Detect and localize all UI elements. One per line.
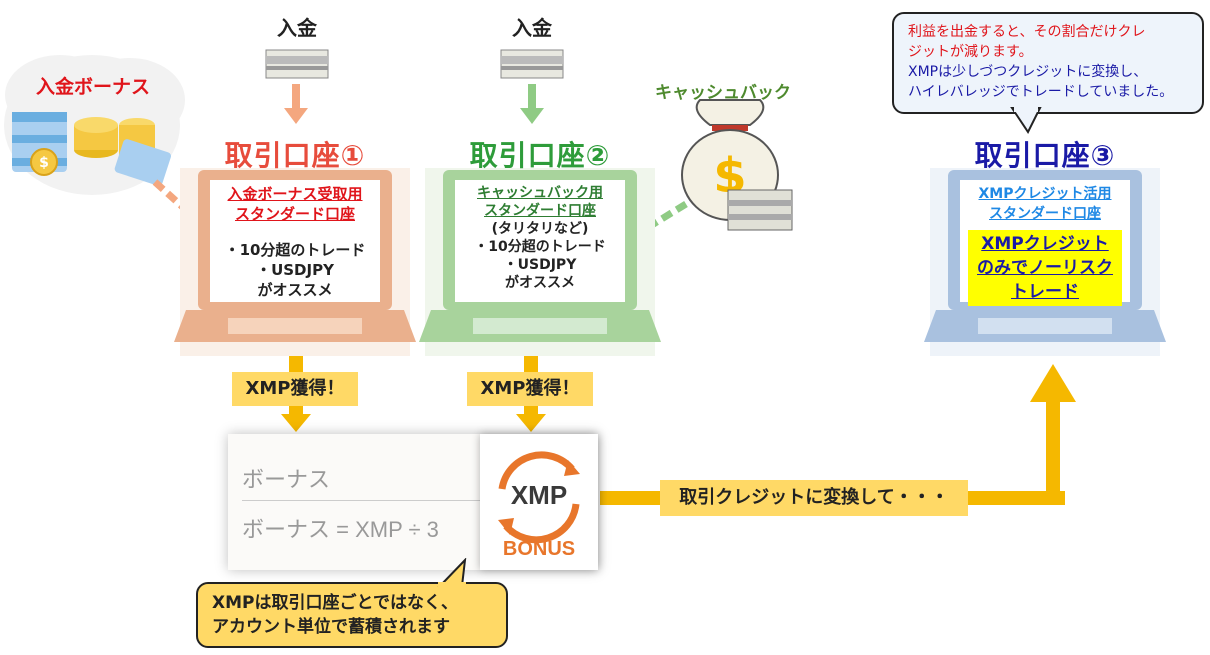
account-2-tip: ・USDJPY xyxy=(503,257,577,273)
xmp-cycle-icon xyxy=(498,451,580,544)
money-bag-icon: $ xyxy=(681,99,793,231)
svg-text:$: $ xyxy=(39,155,49,171)
account-3-type: XMPクレジット活用 スタンダード口座 xyxy=(960,184,1130,224)
bonus-cloud-label: 入金ボーナス xyxy=(36,76,151,98)
account-3-highlight-line: XMPクレジット xyxy=(981,234,1109,254)
deposit-label-2: 入金 xyxy=(512,16,552,40)
cash-icon xyxy=(500,49,564,79)
gain-arrow-2 xyxy=(516,356,546,432)
account-2-screen: キャッシュバック用 スタンダード口座 (タリタリなど) ・10分超のトレード ・… xyxy=(455,180,625,302)
top-callout-red-line: 利益を出金すると、その割合だけクレ xyxy=(908,24,1146,40)
account-1-type-line: 入金ボーナス受取用 xyxy=(227,185,363,203)
account-2-type-line: スタンダード口座 xyxy=(484,203,596,219)
account-1-title: 取引口座① xyxy=(224,139,366,172)
bottom-callout-line: アカウント単位で蓄積されます xyxy=(212,617,450,637)
formula-divider xyxy=(242,500,482,501)
bottom-callout-tail xyxy=(437,558,467,588)
top-callout-tail xyxy=(1010,106,1042,134)
account-1-tip: ・USDJPY xyxy=(256,261,334,279)
deposit-label-1: 入金 xyxy=(277,16,317,40)
account-1-type: 入金ボーナス受取用 スタンダード口座 xyxy=(210,184,380,224)
account-3-highlight: XMPクレジット のみでノーリスク トレード xyxy=(968,230,1122,306)
account-1-screen: 入金ボーナス受取用 スタンダード口座 ・10分超のトレード ・USDJPY がオ… xyxy=(210,180,380,302)
xmp-gained-label-1: XMP獲得！ xyxy=(232,372,358,406)
cashback-label: キャッシュバック xyxy=(655,83,791,103)
deposit-arrow-2 xyxy=(520,84,544,124)
xmp-gained-label-2: XMP獲得！ xyxy=(467,372,593,406)
account-1-tip: ・10分超のトレード xyxy=(224,241,366,259)
bonus-badge-text: BONUS xyxy=(502,538,576,560)
account-1-tip: がオススメ xyxy=(257,281,333,299)
formula-line-1: ボーナス xyxy=(242,467,331,492)
convert-label: 取引クレジットに変換して・・・ xyxy=(660,480,968,516)
top-callout-blue-line: XMPは少しづつクレジットに変換し、 xyxy=(908,64,1148,80)
account-2-type-line: キャッシュバック用 xyxy=(477,185,603,201)
account-2-tip: ・10分超のトレード xyxy=(474,239,606,255)
top-callout: 利益を出金すると、その割合だけクレ ジットが減ります。 XMPは少しづつクレジッ… xyxy=(892,12,1204,114)
account-3-highlight-line: トレード xyxy=(1011,282,1079,302)
account-2-tip: がオススメ xyxy=(505,275,575,291)
bottom-callout: XMPは取引口座ごとではなく、 アカウント単位で蓄積されます xyxy=(196,582,508,648)
bottom-callout-line: XMPは取引口座ごとではなく、 xyxy=(212,593,458,613)
deposit-arrow-1 xyxy=(284,84,308,124)
xmp-badge-text: XMP xyxy=(510,480,568,510)
account-2-type: キャッシュバック用 スタンダード口座 xyxy=(455,184,625,220)
cash-icon xyxy=(265,49,329,79)
account-3-screen: XMPクレジット活用 スタンダード口座 XMPクレジット のみでノーリスク トレ… xyxy=(960,180,1130,306)
formula-line-2: ボーナス = XMP ÷ 3 xyxy=(242,517,439,542)
money-stack-icon: $ xyxy=(12,112,171,186)
account-2-tip: (タリタリなど) xyxy=(491,221,589,237)
xmp-bonus-badge: XMP BONUS xyxy=(480,434,598,570)
account-3-highlight-line: のみでノーリスク xyxy=(977,258,1113,278)
account-3-type-line: XMPクレジット活用 xyxy=(978,186,1112,202)
top-callout-blue-line: ハイレバレッジでトレードしていました。 xyxy=(908,84,1174,100)
account-1-type-line: スタンダード口座 xyxy=(234,205,355,223)
account-3-title: 取引口座③ xyxy=(974,139,1116,172)
account-2-title: 取引口座② xyxy=(469,139,611,172)
account-3-type-line: スタンダード口座 xyxy=(989,206,1101,222)
gain-arrow-1 xyxy=(281,356,311,432)
top-callout-red-line: ジットが減ります。 xyxy=(908,44,1033,60)
